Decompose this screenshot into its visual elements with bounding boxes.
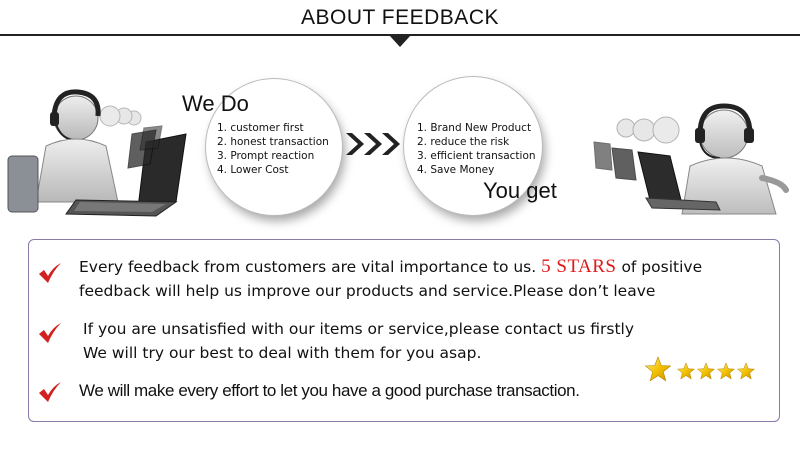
checkmark-icon: [39, 382, 61, 402]
five-stars-text: 5 STARS: [541, 256, 617, 277]
checkmark-icon: [39, 323, 61, 343]
star-icon: [716, 362, 736, 380]
list-item: 2. honest transaction: [217, 136, 329, 148]
chevron-right-icon: [346, 133, 400, 155]
we-do-list: 1. customer first 2. honest transaction …: [217, 121, 329, 177]
support-agents-illustration: [593, 103, 789, 215]
list-item: 4. Lower Cost: [217, 164, 289, 176]
you-get-list: 1. Brand New Product 2. reduce the risk …: [417, 121, 536, 177]
we-do-title: We Do: [182, 91, 249, 116]
feedback-message-3: We will make every effort to let you hav…: [79, 381, 580, 400]
feedback-message-2: If you are unsatisfied with our items or…: [83, 320, 635, 362]
list-item: 3. efficient transaction: [417, 150, 536, 162]
list-item: 3. Prompt reaction: [217, 150, 315, 162]
you-get-title: You get: [483, 178, 557, 203]
list-item: 2. reduce the risk: [417, 136, 510, 148]
list-item: 1. customer first: [217, 122, 304, 134]
star-icon: [644, 356, 672, 382]
star-icon: [736, 362, 756, 380]
feedback-message-1: Every feedback from customers are vital …: [79, 256, 703, 300]
page-title: ABOUT FEEDBACK: [301, 6, 499, 29]
star-icon: [676, 362, 696, 380]
checkmark-icon: [39, 263, 61, 283]
feedback-message-box: [28, 239, 780, 422]
call-center-agents-illustration: [7, 89, 187, 217]
five-star-rating: [644, 356, 756, 382]
list-item: 1. Brand New Product: [417, 122, 532, 134]
you-get-circle: [404, 77, 542, 215]
we-do-circle: [206, 79, 342, 215]
star-icon: [696, 362, 716, 380]
header-caret-icon: [389, 35, 411, 47]
list-item: 4. Save Money: [417, 164, 495, 176]
